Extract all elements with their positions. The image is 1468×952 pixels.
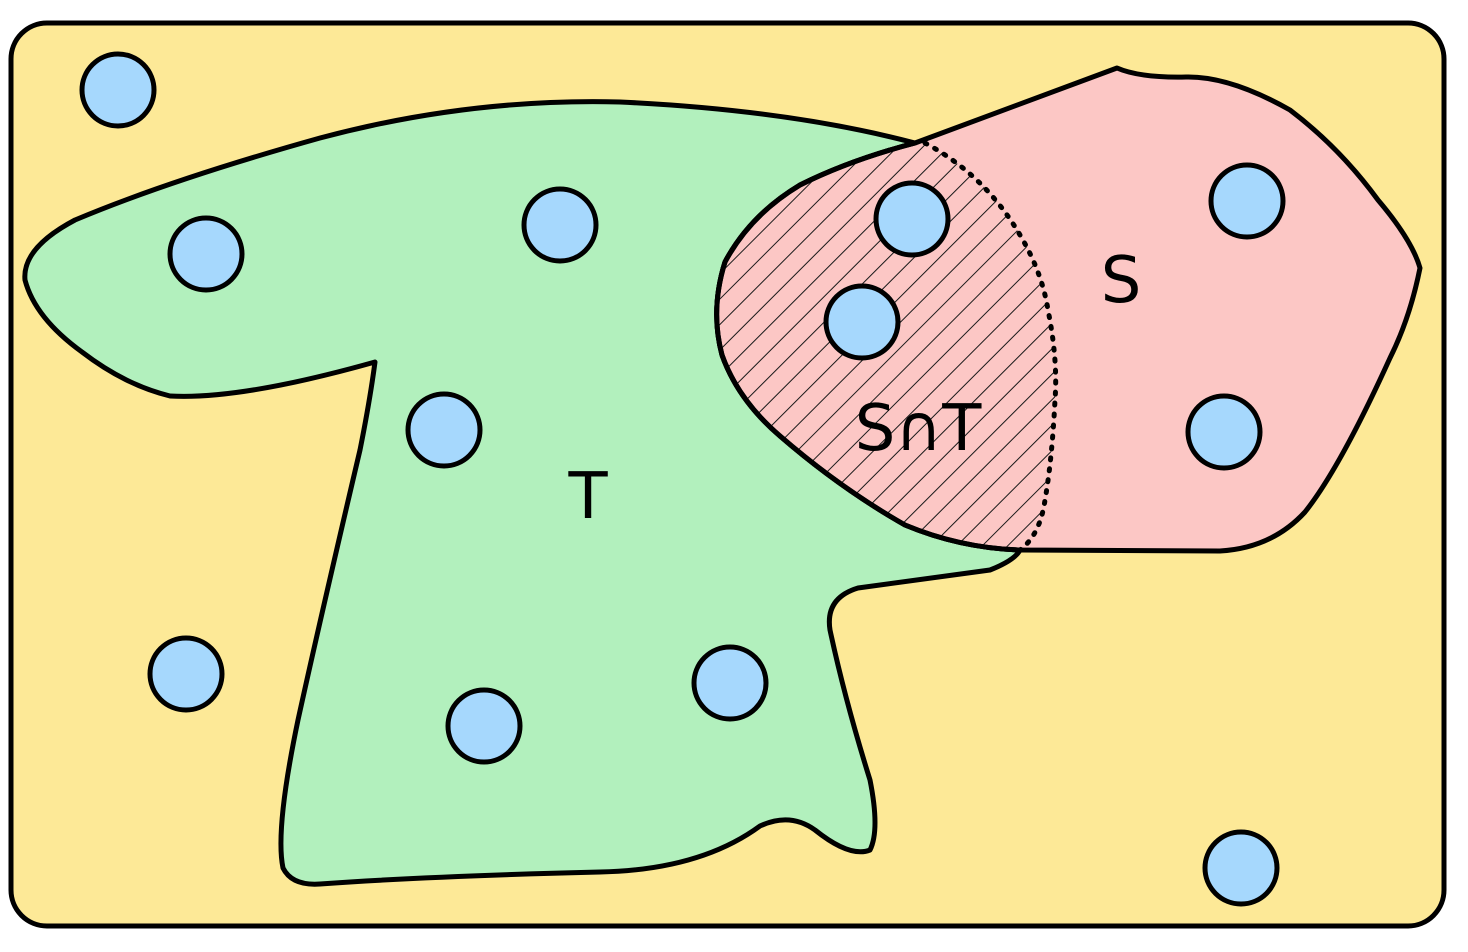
element-circle	[521, 186, 599, 264]
element-circle	[823, 283, 901, 361]
element-circle	[1208, 162, 1286, 240]
element-circle	[691, 644, 769, 722]
element-circle	[873, 180, 951, 258]
intersection-label: S∩T	[855, 392, 982, 466]
set-s-label: S	[1101, 244, 1142, 318]
element-circle	[79, 51, 157, 129]
set-t-label: T	[567, 460, 608, 534]
element-circle	[1202, 829, 1280, 907]
intersection-solid-edge	[714, 140, 1023, 553]
element-circle	[445, 687, 523, 765]
element-circle	[1185, 393, 1263, 471]
element-circle	[147, 635, 225, 713]
element-circle	[405, 391, 483, 469]
intersection-dotted-edge	[922, 140, 1059, 553]
element-circle	[167, 215, 245, 293]
